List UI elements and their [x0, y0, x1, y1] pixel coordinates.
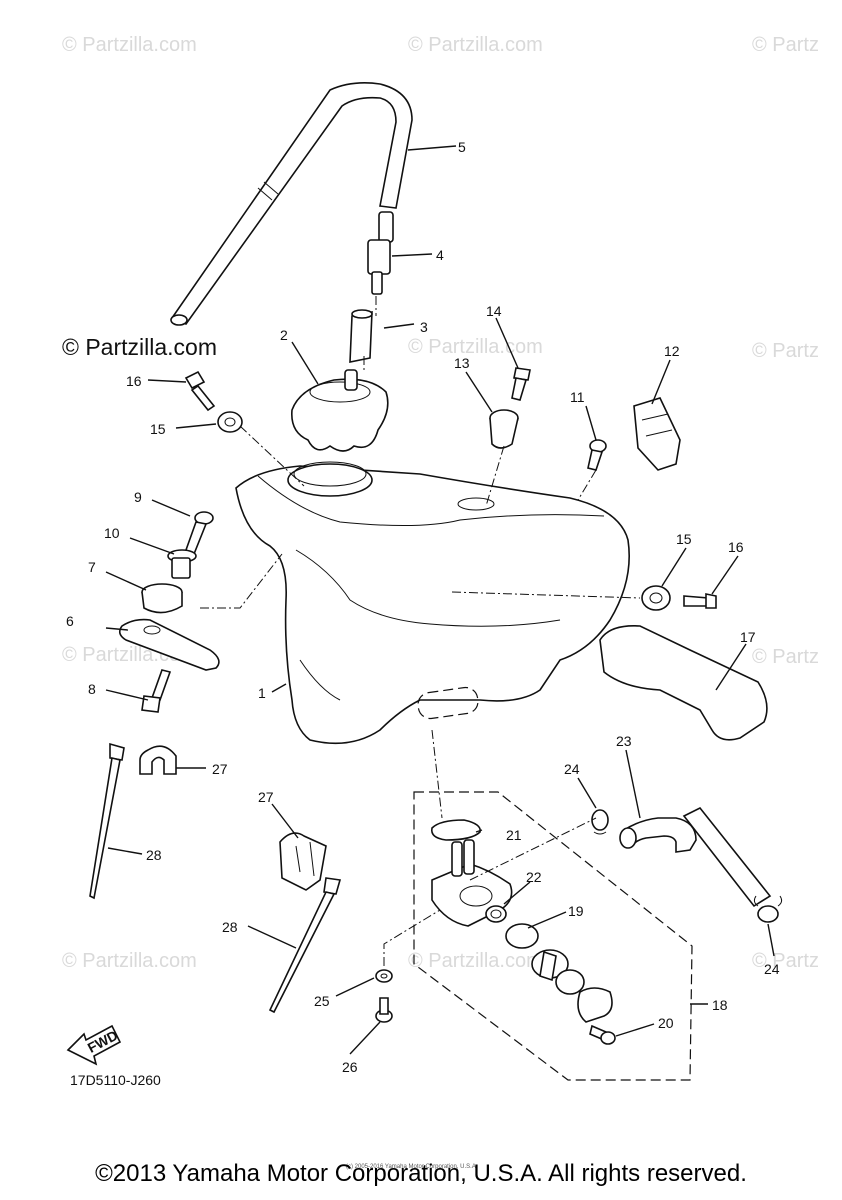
part-3-valve [349, 309, 373, 363]
leader-lines [105, 145, 775, 1055]
part-1-fuel-tank [235, 461, 630, 745]
part-6-bracket [118, 618, 220, 671]
watermark: © Partzilla.com [408, 950, 543, 972]
part-17-damper [599, 624, 768, 741]
footer-copyright: ©2013 Yamaha Motor Corporation, U.S.A. A… [95, 1160, 747, 1187]
part-5-breather-hose [170, 82, 413, 326]
part-24-clamp-upper [591, 809, 609, 835]
callout-9: 9 [134, 489, 142, 505]
part-22-o-ring [485, 905, 507, 923]
part-27-clip-center [279, 832, 327, 891]
callout-27-center: 27 [258, 789, 274, 805]
part-12-band [633, 397, 681, 471]
watermark: © Partz [752, 340, 819, 362]
callout-12: 12 [664, 343, 680, 359]
callout-26: 26 [342, 1059, 358, 1075]
callout-18: 18 [712, 997, 728, 1013]
watermark-main: © Partzilla.com [62, 334, 217, 360]
callout-2: 2 [280, 327, 288, 343]
fuel-cock-lever [531, 949, 613, 1023]
callout-16-left: 16 [126, 373, 142, 389]
callout-21: 21 [506, 827, 522, 843]
callout-10: 10 [104, 525, 120, 541]
part-23-hose [619, 806, 772, 908]
assembly-lines [200, 296, 641, 966]
watermark: © Partz [752, 646, 819, 668]
callout-24-upper: 24 [564, 761, 580, 777]
callout-24-lower: 24 [764, 961, 780, 977]
callout-7: 7 [88, 559, 96, 575]
part-10-collar [167, 549, 197, 579]
callout-14: 14 [486, 303, 502, 319]
part-14-bolt [511, 367, 531, 401]
callout-22: 22 [526, 869, 542, 885]
part-16-bolt-right [683, 593, 717, 609]
callout-11: 11 [570, 389, 585, 405]
part-4-joint [367, 211, 394, 295]
watermark: © Partz [752, 950, 819, 972]
part-11-bolt [587, 439, 607, 471]
callout-4: 4 [436, 247, 444, 263]
callout-15-left: 15 [150, 421, 166, 437]
callout-19: 19 [568, 903, 584, 919]
callout-23: 23 [616, 733, 632, 749]
diagram-code: 17D5110-J260 [70, 1072, 161, 1088]
callout-13: 13 [454, 355, 470, 371]
part-20-screw [589, 1024, 616, 1045]
part-9-bolt [185, 511, 214, 556]
watermark: © Partz [752, 34, 819, 56]
callout-16-right: 16 [728, 539, 744, 555]
part-28-tie-left [89, 742, 125, 900]
part-28-tie-center [268, 877, 342, 1014]
watermark: © Partzilla.com [408, 34, 543, 56]
forward-arrow-icon: FWD [66, 1024, 122, 1066]
callout-25: 25 [314, 993, 330, 1009]
callout-5: 5 [458, 139, 466, 155]
callout-28-left: 28 [146, 847, 162, 863]
watermark: © Partzilla.com [62, 34, 197, 56]
part-7-damper [141, 583, 183, 614]
callout-17: 17 [740, 629, 756, 645]
part-19-gasket [505, 923, 539, 949]
watermark: © Partzilla.com [62, 950, 197, 972]
part-21-gasket [430, 819, 481, 841]
callout-27-left: 27 [212, 761, 228, 777]
callout-28-center: 28 [222, 919, 238, 935]
callout-3: 3 [420, 319, 428, 335]
part-15-damper-left [217, 411, 243, 433]
callout-6: 6 [66, 613, 74, 629]
part-24-clamp-lower [753, 895, 783, 923]
small-copyright: (c) 2005-2016 Yamaha Motor Corporation, … [346, 1164, 478, 1170]
part-15-damper-right [641, 585, 671, 611]
watermark: © Partzilla.com [408, 336, 543, 358]
callout-1: 1 [258, 685, 266, 701]
callout-numbers: 1 2 3 4 5 6 7 8 9 10 11 12 13 14 15 15 1… [66, 139, 780, 1075]
part-2-fuel-cap [291, 369, 389, 452]
callout-8: 8 [88, 681, 96, 697]
part-25-washer [375, 969, 393, 983]
callout-20: 20 [658, 1015, 674, 1031]
part-13-damper [489, 409, 519, 449]
part-26-screw [375, 997, 393, 1023]
part-27-clip-left [139, 745, 177, 775]
part-16-bolt-left [184, 370, 216, 412]
callout-15-right: 15 [676, 531, 692, 547]
part-8-bolt [141, 669, 172, 713]
part-18-group-outline [413, 791, 693, 1081]
